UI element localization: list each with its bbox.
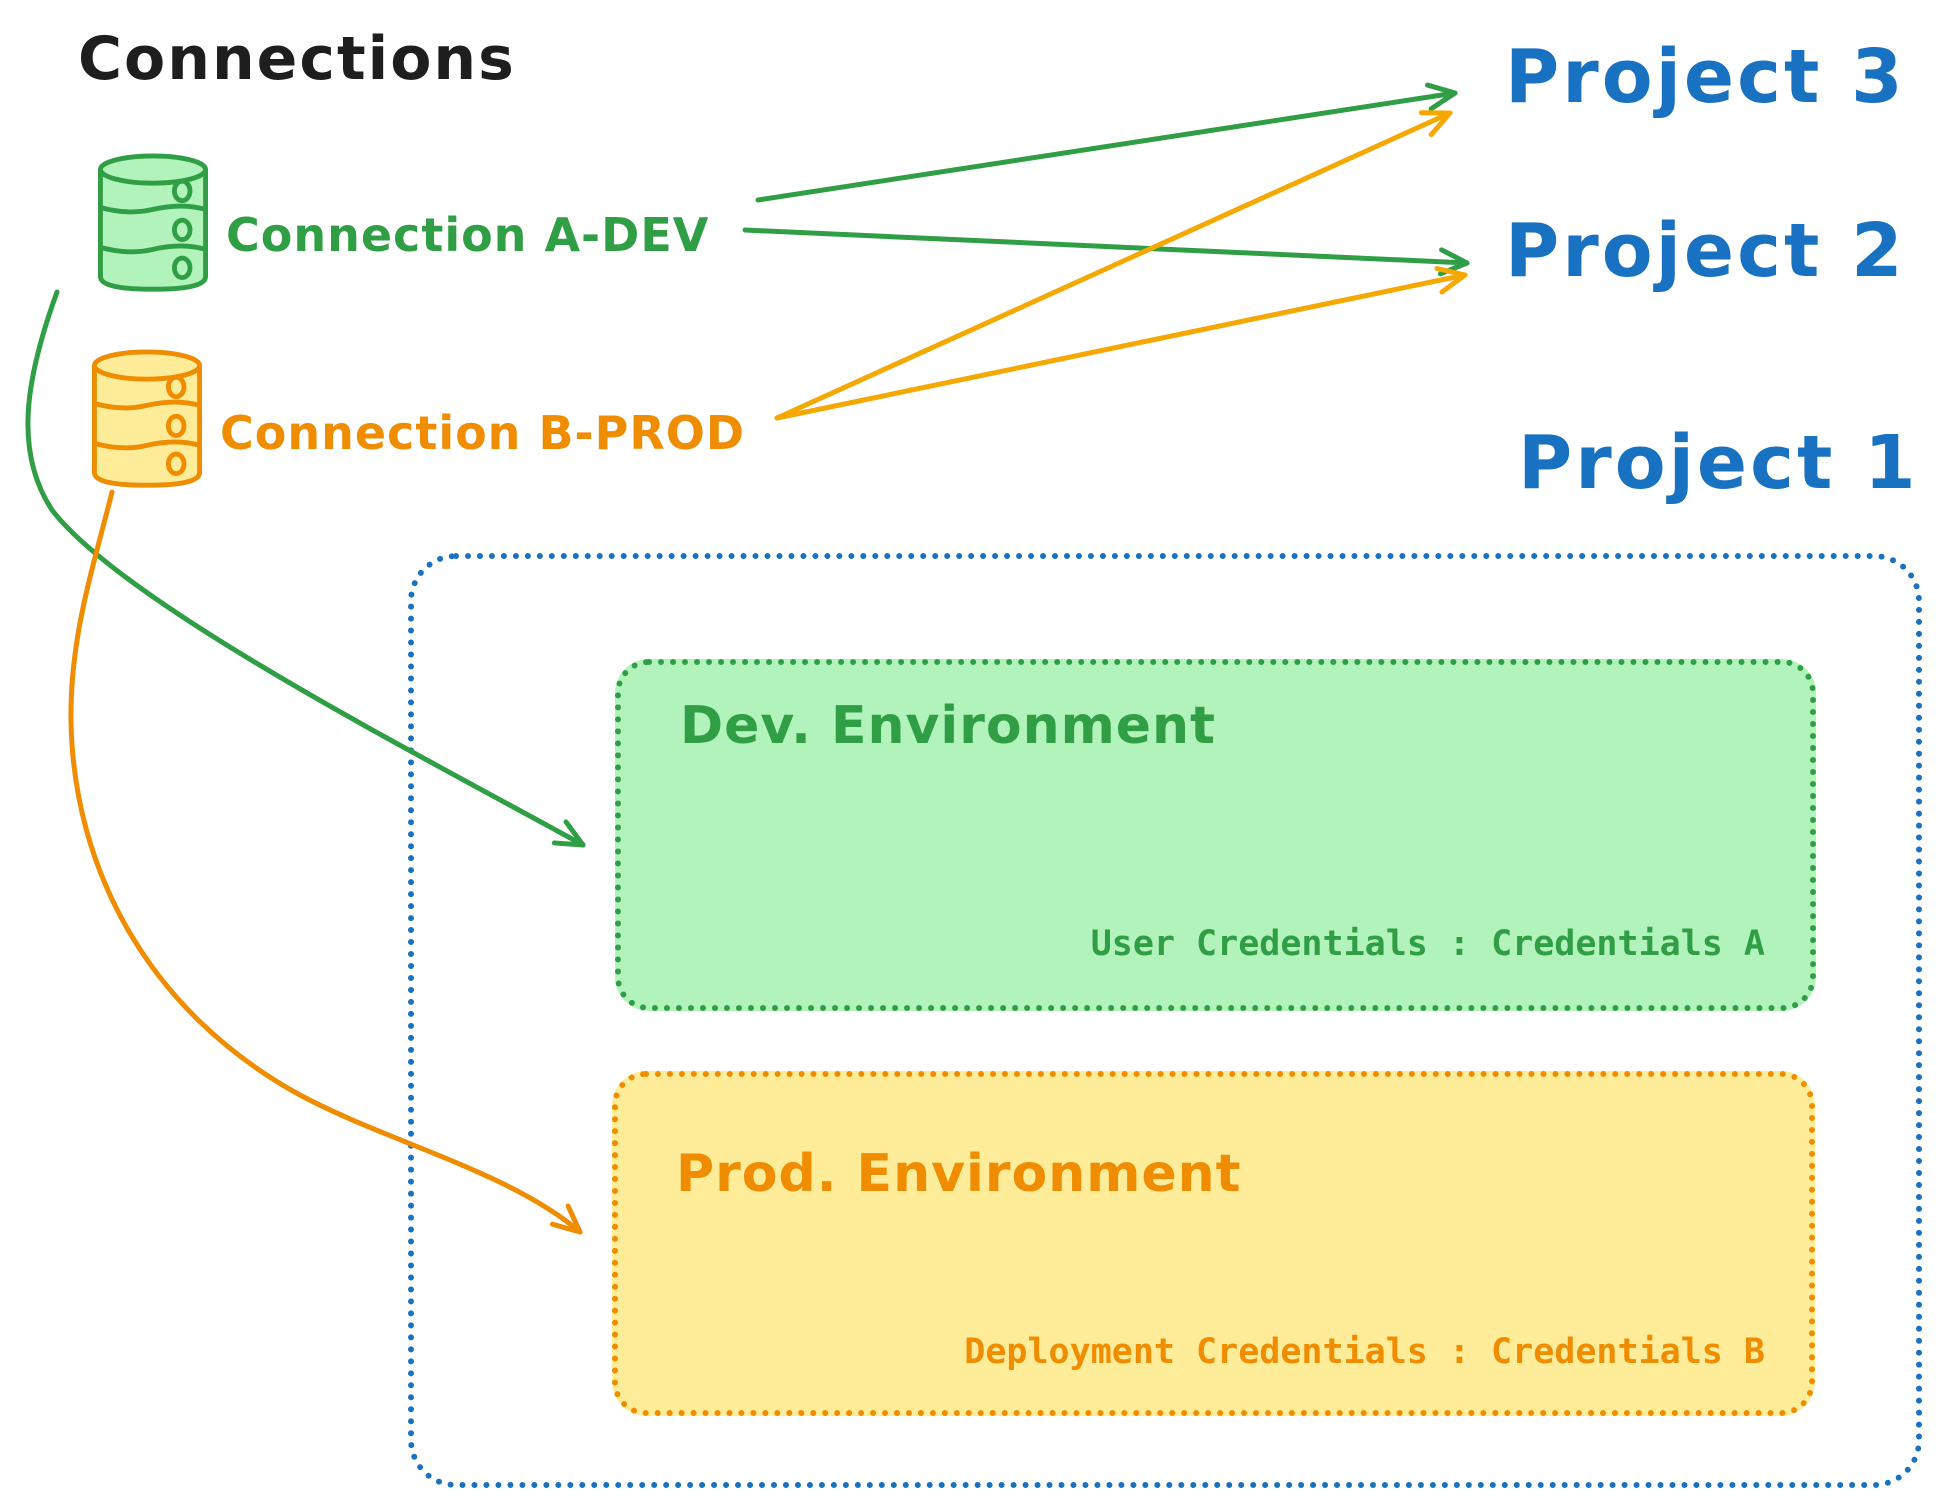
connection-a-dev-label: Connection A-DEV	[226, 208, 710, 262]
database-icon-a-dev	[98, 153, 208, 292]
database-icon-b-prod	[92, 349, 202, 488]
arrow-b-prod-to-project-3	[774, 110, 1453, 421]
arrow-a-dev-to-project-3	[755, 82, 1458, 203]
project-2-label: Project 2	[1505, 208, 1906, 294]
prod-environment-title: Prod. Environment	[676, 1144, 1242, 1204]
project-1-label: Project 1	[1518, 420, 1919, 506]
arrow-a-dev-to-project-2	[742, 227, 1470, 277]
dev-environment-box	[615, 659, 1816, 1011]
prod-environment-credentials: Deployment Credentials : Credentials B	[964, 1332, 1765, 1372]
project-3-label: Project 3	[1505, 34, 1906, 120]
arrow-b-prod-to-project-2	[774, 266, 1468, 421]
dev-environment-title: Dev. Environment	[680, 696, 1216, 756]
diagram-title: Connections	[78, 24, 516, 94]
connection-b-prod-label: Connection B-PROD	[220, 406, 746, 460]
dev-environment-credentials: User Credentials : Credentials A	[1090, 924, 1765, 964]
prod-environment-box	[612, 1071, 1815, 1416]
